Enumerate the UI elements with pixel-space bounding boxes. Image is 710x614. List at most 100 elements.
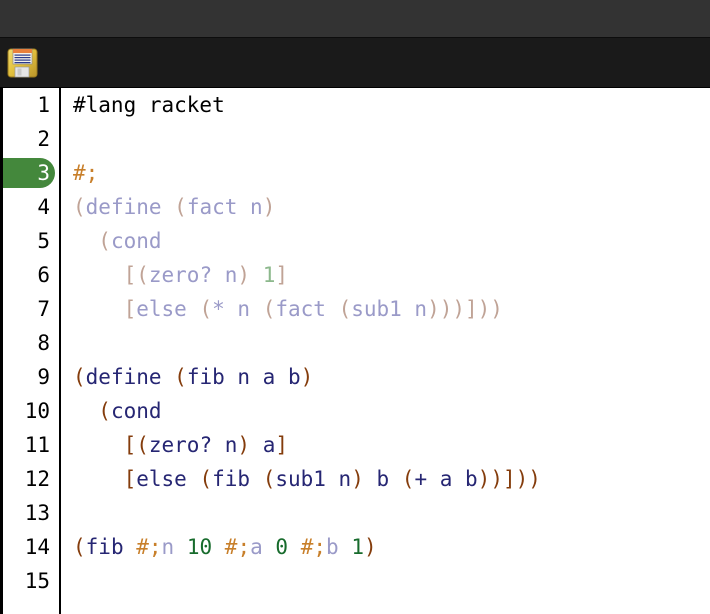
code-token: ( [401,467,415,491]
code-token: ) [351,467,364,491]
code-token: fib [212,467,263,491]
line-number[interactable]: 7 [37,297,50,321]
code-line[interactable]: (fib #;n 10 #;a 0 #;b 1) [73,530,710,564]
code-token: zero? n [148,433,238,457]
code-token: define [85,195,175,219]
code-line[interactable]: (define (fib n a b) [73,360,710,394]
code-token [212,535,225,559]
code-line[interactable]: [else (* n (fact (sub1 n)))])) [73,292,710,326]
code-token: sub1 n [351,297,428,321]
code-token: #; [224,535,251,559]
code-line[interactable]: [else (fib (sub1 n) b (+ a b))])) [73,462,710,496]
code-token: * n [212,297,263,321]
line-number[interactable]: 13 [24,501,50,525]
save-button[interactable] [6,46,40,80]
line-number[interactable]: 12 [24,467,50,491]
code-token: fib [85,535,137,559]
code-token: cond [110,399,162,423]
line-number[interactable]: 2 [37,127,50,151]
line-number[interactable]: 8 [37,331,50,355]
code-token: cond [110,229,162,253]
code-token: else [136,467,200,491]
line-number[interactable]: 9 [37,365,50,389]
code-line[interactable] [73,122,710,156]
code-line[interactable]: #; [73,156,710,190]
code-token: n [161,535,175,559]
code-token: ) [237,433,251,457]
code-token [73,467,124,491]
code-line[interactable]: [(zero? n) 1] [73,258,710,292]
code-token: ( [98,229,111,253]
code-line[interactable]: [(zero? n) a] [73,428,710,462]
line-number[interactable]: 4 [37,195,50,219]
code-token [73,399,98,423]
code-token: fact n [186,195,263,219]
code-token: ) [363,535,377,559]
code-token: ( [262,297,276,321]
code-token [73,229,98,253]
code-token: ( [199,297,213,321]
code-token: a [262,433,276,457]
code-token: #; [73,161,99,185]
code-token: )))])) [427,297,503,321]
code-token: ( [262,467,276,491]
code-token: define [85,365,175,389]
code-token: ) [237,263,251,287]
code-token: + a b [414,467,478,491]
code-token: #lang racket [73,93,225,117]
code-token: [ [123,297,137,321]
code-token: 1 [351,535,364,559]
line-number[interactable]: 15 [24,569,50,593]
code-token: ( [174,365,187,389]
code-token [73,263,124,287]
code-token: #; [136,535,162,559]
code-line[interactable]: (cond [73,394,710,428]
code-line[interactable] [73,564,710,598]
floppy-disk-save-icon [7,48,38,77]
code-token [339,535,352,559]
code-token: else [136,297,200,321]
line-number[interactable]: 3 [3,156,59,190]
code-token: b [363,467,402,491]
code-area[interactable]: #lang racket #;(define (fact n) (cond [(… [61,88,710,614]
line-number[interactable]: 1 [37,93,50,117]
code-token: ) [262,195,276,219]
code-token: #; [300,535,327,559]
code-token: fact [275,297,339,321]
code-line[interactable] [73,496,710,530]
code-token [263,535,276,559]
code-token: ( [73,365,86,389]
line-number[interactable]: 6 [37,263,50,287]
code-line[interactable]: #lang racket [73,88,710,122]
code-line[interactable]: (define (fact n) [73,190,710,224]
line-number[interactable]: 14 [24,535,50,559]
code-token: ] [275,263,289,287]
code-token: ( [73,195,86,219]
title-bar [0,0,710,38]
code-token: ( [199,467,213,491]
code-token [288,535,301,559]
code-token: ( [338,297,352,321]
code-token: ) [300,365,314,389]
code-token: 1 [262,263,276,287]
code-token: b [326,535,339,559]
line-number[interactable]: 5 [37,229,50,253]
code-token [250,263,263,287]
code-line[interactable] [73,326,710,360]
code-token [174,535,187,559]
code-token: sub1 n [275,467,352,491]
code-line[interactable]: (cond [73,224,710,258]
code-token: fib n a b [186,365,301,389]
code-token: ( [73,535,86,559]
code-token [73,297,124,321]
line-number[interactable]: 10 [24,399,50,423]
code-token [250,433,263,457]
code-token [73,433,124,457]
code-token: ))])) [477,467,541,491]
code-token: zero? n [148,263,238,287]
code-token: ( [174,195,187,219]
line-number[interactable]: 11 [24,433,50,457]
code-token: 0 [275,535,289,559]
